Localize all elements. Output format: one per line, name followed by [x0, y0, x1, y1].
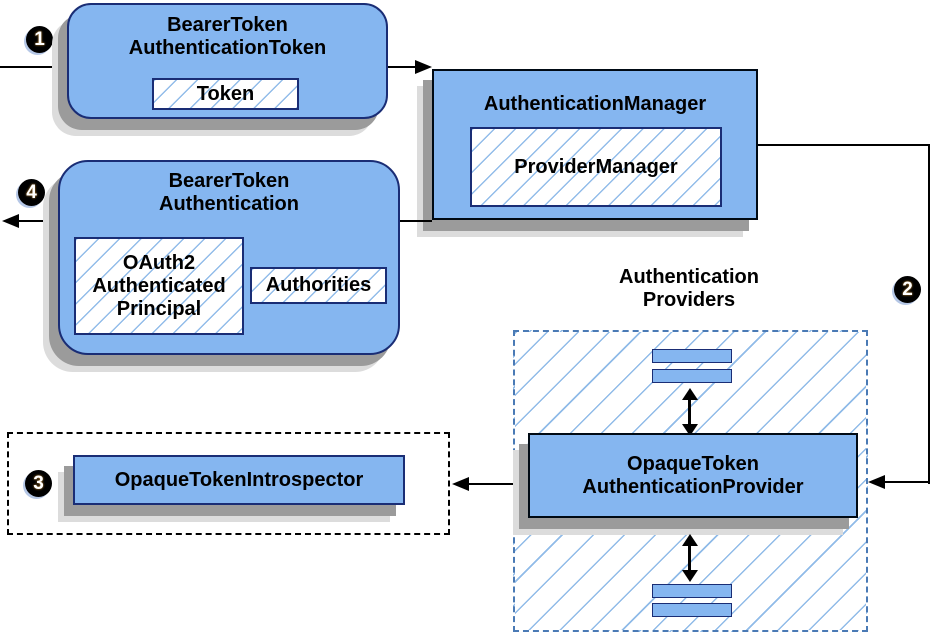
- principal-label: OAuth2 Authenticated Principal: [92, 252, 225, 321]
- flow-line-token-to-manager: [388, 66, 416, 68]
- arrowhead-up-top: [682, 388, 698, 400]
- step-1-badge: 1: [26, 26, 53, 53]
- node-bearer-token-authentication-token: BearerToken AuthenticationToken Token: [67, 3, 388, 119]
- flow-line-step2-horizontal-bottom: [884, 481, 930, 483]
- arrowhead-up-bottom: [682, 534, 698, 546]
- principal-line-1: OAuth2: [122, 251, 196, 274]
- node-title: BearerToken Authentication: [60, 170, 398, 216]
- arrowhead-down-bottom: [682, 570, 698, 582]
- title-line-2: AuthenticationProvider: [582, 475, 804, 498]
- step-2-number: 2: [902, 278, 913, 300]
- label-line-1: Authentication: [619, 266, 759, 288]
- node-oauth2-authenticated-principal: OAuth2 Authenticated Principal: [74, 237, 244, 335]
- node-authorities: Authorities: [250, 267, 387, 304]
- provider-manager-label: ProviderManager: [514, 155, 678, 178]
- node-title: BearerToken AuthenticationToken: [69, 14, 386, 60]
- provider-stack-bar-2: [652, 369, 732, 383]
- step-1-number: 1: [34, 28, 45, 50]
- node-opaque-token-introspector: OpaqueTokenIntrospector: [73, 455, 405, 505]
- provider-stack-bar-4: [652, 603, 732, 617]
- node-authentication-manager: AuthenticationManager ProviderManager: [432, 69, 758, 220]
- provider-stack-bar-1: [652, 349, 732, 363]
- node-title: OpaqueToken AuthenticationProvider: [582, 453, 803, 499]
- arrowhead-into-introspector: [452, 477, 469, 491]
- flow-line-outgoing: [16, 220, 58, 222]
- arrowhead-into-manager: [415, 60, 432, 74]
- node-provider-manager: ProviderManager: [470, 127, 722, 207]
- step-3-badge: 3: [25, 470, 52, 497]
- principal-line-3: Principal: [116, 297, 202, 320]
- principal-line-2: Authenticated: [92, 274, 226, 297]
- node-title: OpaqueTokenIntrospector: [114, 468, 364, 491]
- token-label: Token: [196, 82, 255, 105]
- authentication-providers-label: Authentication Providers: [589, 266, 789, 312]
- step-2-badge: 2: [894, 276, 921, 303]
- step-4-number: 4: [26, 181, 37, 203]
- provider-stack-bar-3: [652, 584, 732, 598]
- title-line-1: OpaqueToken: [627, 452, 759, 475]
- title-line-1: BearerToken: [168, 170, 290, 192]
- label-line-2: Providers: [642, 289, 736, 311]
- node-token: Token: [152, 78, 299, 110]
- step-3-number: 3: [33, 472, 44, 494]
- step-4-badge: 4: [18, 179, 45, 206]
- flow-line-incoming: [0, 66, 67, 68]
- title-line-1: BearerToken: [167, 14, 288, 36]
- arrowhead-outgoing: [2, 214, 19, 228]
- node-opaque-token-authentication-provider: OpaqueToken AuthenticationProvider: [528, 433, 858, 518]
- double-arrow-line-top: [688, 398, 691, 426]
- flow-line-manager-to-authentication: [400, 220, 432, 222]
- flow-line-step2-horizontal-top: [758, 144, 930, 146]
- node-title: AuthenticationManager: [483, 93, 707, 115]
- double-arrow-line-bottom: [688, 544, 691, 572]
- arrowhead-into-provider: [868, 475, 885, 489]
- title-line-2: AuthenticationToken: [128, 37, 327, 59]
- flow-line-step2-vertical: [928, 144, 930, 484]
- node-bearer-token-authentication: BearerToken Authentication OAuth2 Authen…: [58, 160, 400, 355]
- flow-line-provider-to-introspector: [468, 483, 513, 485]
- authorities-label: Authorities: [265, 274, 372, 296]
- title-line-2: Authentication: [159, 193, 299, 215]
